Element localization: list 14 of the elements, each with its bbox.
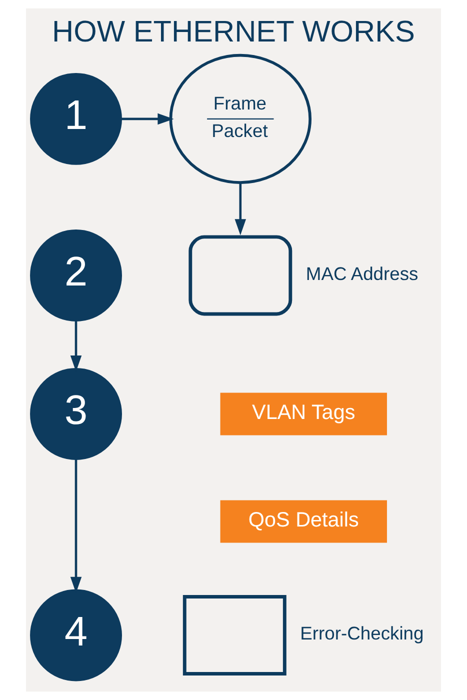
node-circle: 2	[30, 229, 122, 322]
node-circle: 1	[30, 72, 122, 165]
node-box: QoS Details	[220, 500, 387, 543]
node-label: Error-Checking	[300, 622, 424, 644]
node-circle: Frame Packet	[169, 54, 312, 184]
node-circle: 4	[30, 589, 122, 682]
node-circle: 3	[30, 368, 122, 460]
arrow	[122, 113, 174, 125]
arrow	[234, 182, 246, 236]
node-label: MAC Address	[306, 262, 418, 284]
node-box	[188, 235, 292, 316]
node-box: VLAN Tags	[220, 392, 387, 436]
diagram-title: HOW ETHERNET WORKS	[52, 16, 415, 49]
node-document	[182, 595, 286, 676]
